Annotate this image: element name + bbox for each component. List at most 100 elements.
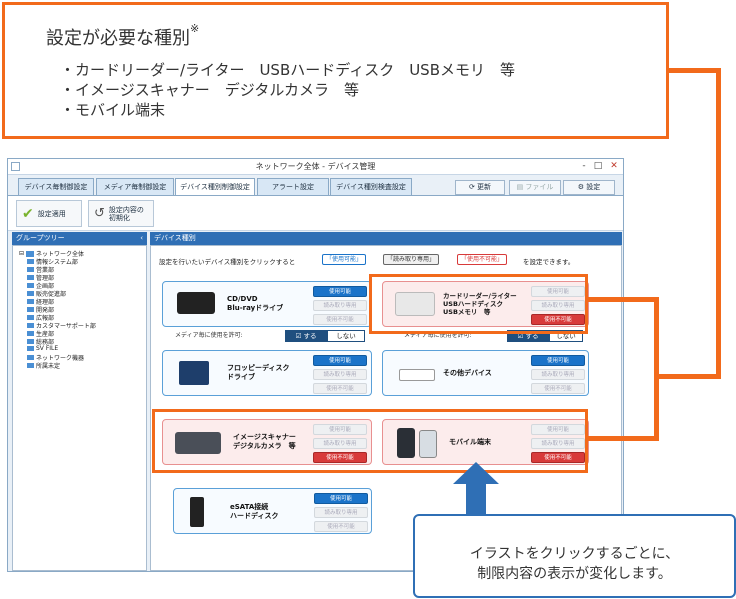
tree-item[interactable]: 管理部 xyxy=(27,273,54,282)
device-label: モバイル端末 xyxy=(449,438,491,446)
status-allowed: 使用可能 xyxy=(531,424,585,435)
status-allowed: 使用可能 xyxy=(313,424,367,435)
status-readonly: 読み取り専用 xyxy=(313,438,367,449)
device-label: eSATA接続 ハードディスク xyxy=(230,503,279,520)
permit-no-toggle[interactable]: しない xyxy=(327,330,365,342)
device-card-esata[interactable]: eSATA接続 ハードディスク 使用可能 読み取り専用 使用不可能 xyxy=(173,488,372,534)
tree-item[interactable]: 生産部 xyxy=(27,329,54,338)
legend-readonly: 「読み取り専用」 xyxy=(383,254,440,265)
tree-item[interactable]: カスタマーサポート部 xyxy=(27,321,96,330)
maximize-icon[interactable]: □ xyxy=(593,161,603,171)
arrow-up-icon xyxy=(453,462,499,518)
connector-line xyxy=(654,374,721,379)
device-label: カードリーダー/ライター USBハードディスク USBメモリ 等 xyxy=(443,292,517,316)
group-icon xyxy=(27,363,34,368)
tab-alert[interactable]: アラート設定 xyxy=(257,178,329,195)
tree-item[interactable]: ネットワーク機器 xyxy=(27,353,84,362)
card-reader-icon xyxy=(395,292,435,316)
device-management-window: ネットワーク全体 - デバイス管理 - □ ✕ デバイス毎制御設定 メディア毎制… xyxy=(7,158,624,572)
tree-item[interactable]: 所属未定 xyxy=(27,361,60,370)
device-card-cd-dvd[interactable]: CD/DVD Blu-rayドライブ 使用可能 読み取り専用 使用不可能 xyxy=(162,281,372,327)
note-text: イラストをクリックするごとに、 制限内容の表示が変化します。 xyxy=(469,546,680,582)
status-readonly: 読み取り専用 xyxy=(314,507,368,518)
status-allowed: 使用可能 xyxy=(313,355,367,366)
check-icon: ✔ xyxy=(22,205,34,222)
media-permit-label: メディア毎に使用を許可: xyxy=(404,332,472,339)
group-icon xyxy=(27,291,34,296)
tree-item[interactable]: SV FILE xyxy=(27,345,58,352)
status-readonly: 読み取り専用 xyxy=(313,369,367,380)
collapse-icon[interactable]: ‹ xyxy=(140,234,143,242)
group-icon xyxy=(27,267,34,272)
device-type-header: デバイス種別 xyxy=(150,232,622,245)
status-allowed: 使用可能 xyxy=(531,355,585,366)
file-button[interactable]: ▤ ファイル xyxy=(509,180,561,195)
permit-yes-toggle[interactable]: ☑ する xyxy=(285,330,327,342)
status-readonly: 読み取り専用 xyxy=(531,300,585,311)
apply-settings-button[interactable]: ✔ 設定適用 xyxy=(16,200,82,227)
device-card-scanner[interactable]: イメージスキャナー デジタルカメラ 等 使用可能 読み取り専用 使用不可能 xyxy=(162,419,372,465)
device-label: イメージスキャナー デジタルカメラ 等 xyxy=(233,433,296,450)
instruction-text: 設定を行いたいデバイス種別をクリックすると xyxy=(159,258,296,266)
close-icon[interactable]: ✕ xyxy=(610,161,618,171)
device-label: フロッピーディスク ドライブ xyxy=(227,364,290,381)
note-bubble: イラストをクリックするごとに、 制限内容の表示が変化します。 xyxy=(413,514,736,598)
callout-item: ・イメージスキャナー デジタルカメラ 等 xyxy=(60,81,359,99)
tree-item[interactable]: 総務部 xyxy=(27,337,54,346)
tablet-icon xyxy=(419,430,437,458)
status-denied: 使用不可能 xyxy=(531,452,585,463)
device-label: その他デバイス xyxy=(443,369,492,377)
media-permit-label: メディア毎に使用を許可: xyxy=(175,332,243,339)
status-denied: 使用不可能 xyxy=(314,521,368,532)
callout-item: ・モバイル端末 xyxy=(60,101,166,119)
app-icon xyxy=(11,162,20,171)
group-icon xyxy=(27,323,34,328)
group-icon xyxy=(27,275,34,280)
status-allowed: 使用可能 xyxy=(314,493,368,504)
status-readonly: 読み取り専用 xyxy=(531,438,585,449)
undo-icon: ↺ xyxy=(94,206,105,221)
device-label: CD/DVD Blu-rayドライブ xyxy=(227,295,284,312)
tab-device-type[interactable]: デバイス種別制御設定 xyxy=(175,178,255,196)
tree-item[interactable]: 開発部 xyxy=(27,305,54,314)
connector-line xyxy=(588,297,659,302)
tab-device[interactable]: デバイス毎制御設定 xyxy=(18,178,94,195)
tree-item[interactable]: 販売促進部 xyxy=(27,289,66,298)
group-tree: ⊟ネットワーク全体 情報システム部 営業部 管理部 企画部 販売促進部 経理部 … xyxy=(12,245,147,571)
minimize-icon[interactable]: - xyxy=(582,161,586,171)
tree-item[interactable]: 広報部 xyxy=(27,313,54,322)
tree-root[interactable]: ⊟ネットワーク全体 xyxy=(19,250,85,258)
status-readonly: 読み取り専用 xyxy=(313,300,367,311)
tree-item[interactable]: 営業部 xyxy=(27,265,54,274)
usb-device-icon xyxy=(399,369,435,381)
callout-item: ・カードリーダー/ライター USBハードディスク USBメモリ 等 xyxy=(60,61,515,79)
settings-button[interactable]: ⚙ 設定 xyxy=(563,180,615,195)
device-card-floppy[interactable]: フロッピーディスク ドライブ 使用可能 読み取り専用 使用不可能 xyxy=(162,350,372,396)
device-card-other[interactable]: その他デバイス 使用可能 読み取り専用 使用不可能 xyxy=(382,350,589,396)
tab-media[interactable]: メディア毎制御設定 xyxy=(96,178,174,195)
group-icon xyxy=(27,307,34,312)
tab-inspection[interactable]: デバイス種別検査設定 xyxy=(330,178,412,195)
group-icon xyxy=(27,331,34,336)
refresh-button[interactable]: ⟳ 更新 xyxy=(455,180,505,195)
legend-allowed: 「使用可能」 xyxy=(322,254,367,265)
floppy-drive-icon xyxy=(179,361,209,385)
device-card-mobile[interactable]: モバイル端末 使用可能 読み取り専用 使用不可能 xyxy=(382,419,589,465)
tree-item[interactable]: 企画部 xyxy=(27,281,54,290)
toolbar: ✔ 設定適用 ↺ 設定内容の 初期化 xyxy=(8,195,623,231)
group-icon xyxy=(27,355,34,360)
network-icon xyxy=(26,250,35,257)
tree-item[interactable]: 経理部 xyxy=(27,297,54,306)
connector-line xyxy=(669,68,721,73)
status-denied: 使用不可能 xyxy=(313,314,367,325)
group-icon xyxy=(27,299,34,304)
status-readonly: 読み取り専用 xyxy=(531,369,585,380)
tree-item[interactable]: 情報システム部 xyxy=(27,257,78,266)
device-type-panel: 設定を行いたいデバイス種別をクリックすると 「使用可能」 「読み取り専用」 「使… xyxy=(150,245,622,571)
callout-title: 設定が必要な種別※ xyxy=(46,22,200,49)
device-card-card-reader[interactable]: カードリーダー/ライター USBハードディスク USBメモリ 等 使用可能 読み… xyxy=(382,281,589,327)
status-denied: 使用不可能 xyxy=(313,383,367,394)
reset-settings-button[interactable]: ↺ 設定内容の 初期化 xyxy=(88,200,154,227)
group-tree-header: グループツリー‹ xyxy=(12,232,147,245)
group-icon xyxy=(27,339,34,344)
